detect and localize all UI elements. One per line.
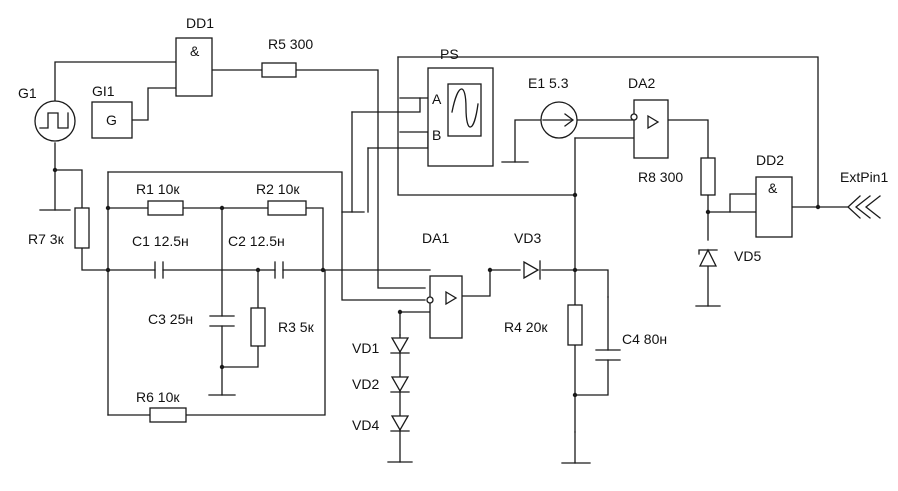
label-c4: C4 80н [622, 331, 667, 347]
resistor-r6 [149, 407, 187, 423]
label-dd2: DD2 [756, 152, 784, 168]
diode-vd3 [523, 260, 541, 280]
resistor-r5 [261, 62, 297, 78]
label-r2: R2 10к [256, 181, 300, 197]
label-r1: R1 10к [136, 181, 180, 197]
label-dd2-symbol: & [768, 180, 778, 196]
label-da2: DA2 [628, 75, 655, 91]
logic-gate-dd1 [175, 37, 213, 97]
label-extpin1: ExtPin1 [840, 169, 888, 185]
resistor-r2 [267, 200, 307, 216]
oscilloscope-ps [427, 67, 494, 167]
label-c1: C1 12.5н [132, 233, 189, 249]
label-r3: R3 5к [278, 319, 315, 335]
amplifier-da1 [426, 275, 463, 339]
label-vd4: VD4 [352, 417, 379, 433]
junction-dots [52, 167, 821, 398]
connector-extpin1 [847, 195, 881, 219]
label-vd1: VD1 [352, 340, 379, 356]
diode-chain-vd1-vd2-vd4 [390, 334, 410, 432]
label-r8: R8 300 [638, 169, 683, 185]
label-dd1-symbol: & [190, 43, 200, 59]
label-g1: G1 [18, 85, 37, 101]
label-ps: PS [440, 46, 459, 62]
label-c3: C3 25н [148, 311, 193, 327]
generator-gi1 [91, 101, 133, 139]
generator-g1 [34, 100, 76, 142]
label-ps-a: A [432, 91, 442, 107]
label-vd3: VD3 [514, 230, 541, 246]
resistor-r3 [250, 307, 266, 347]
logic-gate-dd2 [755, 176, 793, 238]
label-c2: C2 12.5н [228, 233, 285, 249]
resistor-r7 [74, 207, 90, 249]
label-vd2: VD2 [352, 376, 379, 392]
voltage-source-e1 [540, 101, 578, 139]
resistor-r1 [147, 200, 184, 216]
resistor-r8 [700, 157, 716, 196]
label-r6: R6 10к [136, 389, 180, 405]
zener-diode-vd5 [698, 248, 718, 267]
label-r4: R4 20к [504, 319, 548, 335]
resistor-r4 [567, 304, 583, 346]
label-gi1: GI1 [92, 83, 115, 99]
capacitor-c3 [209, 315, 235, 327]
label-gi1-inner: G [106, 112, 117, 128]
label-vd5: VD5 [734, 248, 761, 264]
label-r7: R7 3к [28, 231, 65, 247]
label-ps-b: B [432, 127, 441, 143]
label-da1: DA1 [422, 230, 449, 246]
label-r5: R5 300 [268, 36, 313, 52]
label-e1: E1 5.3 [528, 75, 569, 91]
amplifier-da2 [630, 99, 669, 159]
label-dd1: DD1 [186, 15, 214, 31]
capacitor-c4 [595, 296, 621, 361]
